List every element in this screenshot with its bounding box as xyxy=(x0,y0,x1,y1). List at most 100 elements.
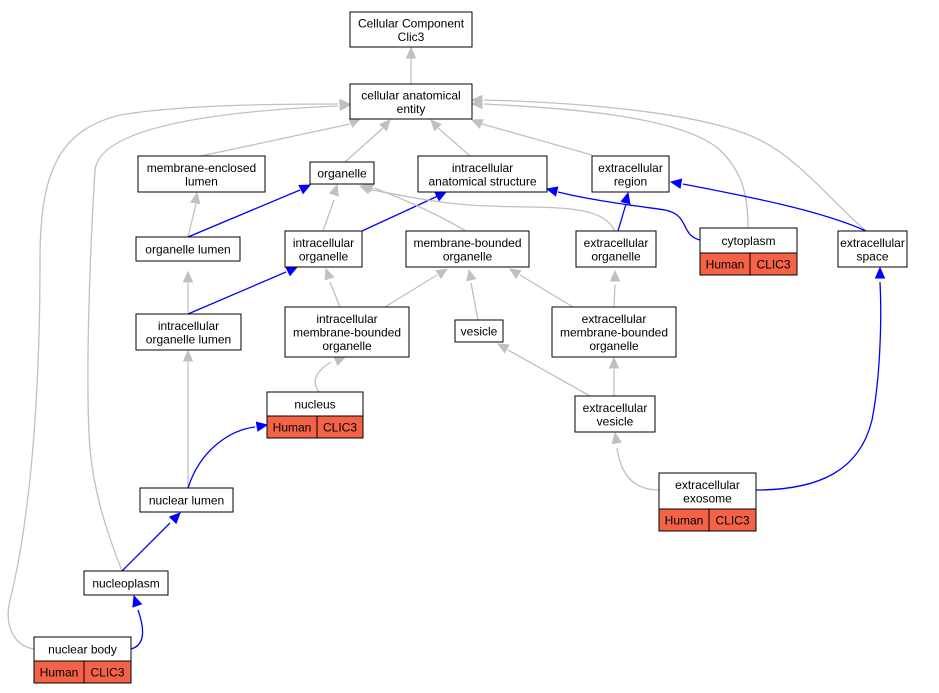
node-box xyxy=(349,83,473,120)
edge-orgl-org xyxy=(187,184,312,238)
species-label: Human xyxy=(665,514,704,528)
node-label: nucleoplasm xyxy=(92,577,159,591)
node-box xyxy=(454,319,504,343)
edge-exves-exmbo xyxy=(608,356,620,396)
node-label: lumen xyxy=(185,174,218,188)
edge-exves-ves xyxy=(496,343,591,397)
node-box xyxy=(699,227,798,254)
node-nplasm[interactable]: nucleoplasm xyxy=(83,570,169,596)
node-label: membrane-bounded xyxy=(413,236,521,250)
edge-exo-exves xyxy=(611,431,660,491)
node-label: intracellular xyxy=(158,319,219,333)
annotation-cell xyxy=(708,508,757,532)
node-label: nucleus xyxy=(294,398,335,412)
node-label: extracellular xyxy=(582,312,647,326)
edge-exorg-org xyxy=(358,184,616,232)
edges xyxy=(7,46,886,650)
node-label: anatomical structure xyxy=(428,174,536,188)
node-orgl[interactable]: organelle lumen xyxy=(135,236,241,262)
gene-label: CLIC3 xyxy=(715,514,749,528)
edge-intorg-ias xyxy=(361,191,448,232)
node-label: membrane-bounded xyxy=(293,326,401,340)
species-label: Human xyxy=(273,421,312,435)
node-box xyxy=(574,395,656,433)
node-box xyxy=(284,306,410,358)
node-box xyxy=(551,306,677,358)
node-label: organelle xyxy=(443,249,493,263)
edge-exorg-exr xyxy=(617,191,631,232)
node-box xyxy=(837,230,908,268)
edge-nlum-nuc xyxy=(187,421,269,489)
species-label: Human xyxy=(40,666,79,680)
annotation-row: Human CLIC3 xyxy=(658,508,757,532)
edge-nbody-cae xyxy=(7,98,352,650)
node-box xyxy=(658,472,757,510)
node-box xyxy=(135,236,241,262)
node-org[interactable]: organelle xyxy=(309,161,375,185)
edge-exr-cae xyxy=(470,119,593,156)
edge-nplasm-nlum xyxy=(121,512,181,572)
edge-cyto-ias xyxy=(545,186,701,241)
node-ves[interactable]: vesicle xyxy=(454,319,504,343)
node-label: membrane-enclosed xyxy=(147,161,256,175)
node-label: vesicle xyxy=(597,414,634,428)
edge-nlum-iol xyxy=(182,349,194,488)
node-label: organelle xyxy=(299,249,349,263)
gene-label: CLIC3 xyxy=(90,666,124,680)
edge-exsp-exr xyxy=(669,178,867,232)
node-label: extracellular xyxy=(840,236,905,250)
edge-iol-intorg xyxy=(187,266,299,315)
edge-org-cae xyxy=(344,119,391,163)
node-label: cellular anatomical xyxy=(361,88,460,102)
node-box xyxy=(266,391,364,417)
node-label: organelle lumen xyxy=(145,243,230,257)
edge-imbo-intorg xyxy=(324,267,341,308)
node-box xyxy=(139,487,234,513)
edge-exmbo-mbo xyxy=(508,268,574,308)
annotation-cell xyxy=(316,415,364,439)
node-label: exosome xyxy=(683,491,732,505)
node-box xyxy=(83,570,169,596)
node-box xyxy=(417,155,548,193)
edge-ves-mbo xyxy=(466,268,479,321)
node-label: region xyxy=(614,174,647,188)
edge-intorg-org xyxy=(322,183,339,232)
node-label: membrane-bounded xyxy=(560,326,668,340)
node-label: organelle xyxy=(589,339,639,353)
edge-iol-orgl xyxy=(182,270,194,314)
node-label: organelle xyxy=(591,249,641,263)
node-box xyxy=(405,230,530,268)
edge-nuc-imbo xyxy=(314,356,347,393)
edge-imbo-mbo xyxy=(384,268,449,308)
species-label: Human xyxy=(706,258,745,272)
edge-ias-cae xyxy=(430,119,471,157)
edge-exmbo-exorg xyxy=(609,269,621,308)
node-nlum[interactable]: nuclear lumen xyxy=(139,487,234,513)
node-label: extracellular xyxy=(583,401,648,415)
edge-mel-cae xyxy=(200,118,362,157)
edge-nbody-nplasm xyxy=(130,594,144,650)
node-label: space xyxy=(856,249,888,263)
node-label: extracellular xyxy=(584,236,649,250)
node-box xyxy=(33,636,132,662)
